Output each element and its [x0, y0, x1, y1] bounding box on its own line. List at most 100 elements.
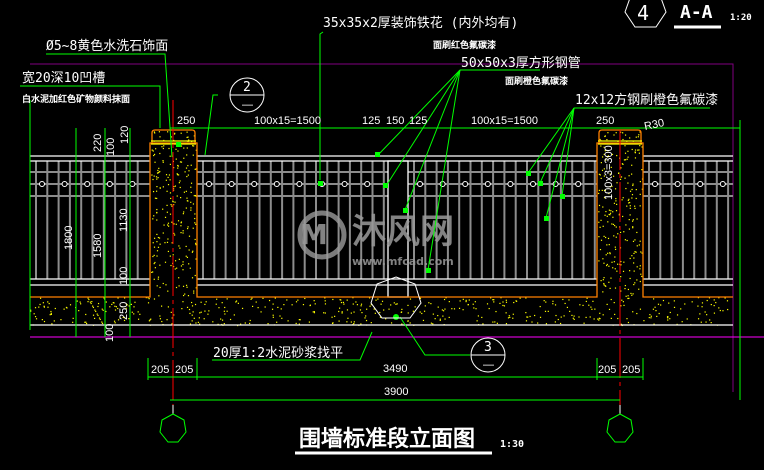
fill-dot — [97, 314, 99, 317]
fill-dot — [42, 302, 44, 304]
svg-text:1800: 1800 — [63, 226, 75, 250]
fill-dot — [531, 321, 533, 323]
fill-dot — [304, 297, 306, 300]
fill-dot — [154, 267, 156, 269]
fill-dot — [599, 138, 601, 141]
fill-dot — [606, 263, 608, 266]
fill-dot — [616, 203, 618, 205]
fill-dot — [180, 145, 183, 147]
fill-dot — [188, 139, 190, 141]
fill-dot — [620, 323, 622, 325]
fill-dot — [171, 317, 173, 319]
fill-dot — [233, 314, 235, 316]
fill-dot — [366, 308, 368, 310]
fill-dot — [590, 306, 592, 308]
fill-dot — [117, 319, 120, 321]
fill-dot — [445, 297, 447, 299]
fill-dot — [185, 167, 188, 169]
fill-dot — [295, 301, 298, 303]
fill-dot — [113, 320, 116, 322]
fill-dot — [157, 177, 159, 179]
fill-dot — [421, 312, 423, 315]
fill-dot — [602, 206, 604, 208]
fill-dot — [700, 321, 702, 323]
fill-dot — [190, 209, 192, 211]
fill-dot — [169, 255, 171, 257]
callout-iron-ornament: 35x35x2厚装饰铁花 (内外均有) — [323, 15, 518, 31]
fill-dot — [632, 219, 634, 221]
fill-dot — [643, 320, 645, 322]
fill-dot — [165, 284, 167, 286]
fill-dot — [632, 183, 634, 185]
fill-dot — [620, 176, 623, 178]
fill-dot — [629, 277, 631, 280]
fill-dot — [602, 314, 604, 316]
fill-dot — [185, 255, 187, 257]
fill-dot — [667, 317, 669, 319]
fill-dot — [153, 262, 155, 265]
fill-dot — [177, 164, 179, 167]
fill-dot — [624, 159, 627, 161]
fill-dot — [697, 305, 699, 307]
fill-dot — [569, 310, 571, 313]
callout-groove: 宽20深10凹槽 — [22, 70, 105, 86]
fill-dot — [156, 178, 158, 180]
fill-dot — [557, 318, 559, 321]
title-scale: 1:30 — [500, 439, 524, 450]
fill-dot — [626, 318, 628, 320]
svg-text:3490: 3490 — [383, 363, 407, 375]
fill-dot — [606, 156, 609, 158]
fill-dot — [268, 299, 271, 302]
fill-dot — [637, 149, 639, 151]
fill-dot — [600, 162, 602, 164]
fill-dot — [631, 255, 633, 257]
fill-dot — [622, 301, 624, 303]
fill-dot — [631, 173, 633, 175]
fill-dot — [634, 251, 636, 253]
fill-dot — [162, 147, 164, 150]
fill-dot — [271, 308, 274, 310]
fill-dot — [251, 305, 254, 308]
fill-dot — [598, 173, 600, 175]
fill-dot — [208, 310, 210, 312]
fill-dot — [634, 239, 636, 241]
fill-dot — [656, 315, 658, 318]
fill-dot — [710, 303, 712, 306]
fill-dot — [342, 301, 345, 304]
fill-dot — [109, 306, 111, 308]
fill-dot — [194, 217, 196, 220]
callout-orange-paint: 面刷橙色氟碳漆 — [505, 75, 568, 87]
fill-dot — [186, 175, 188, 178]
fill-dot — [605, 149, 607, 151]
fill-dot — [50, 310, 52, 313]
fill-dot — [204, 310, 206, 312]
fill-dot — [620, 305, 622, 307]
fill-dot — [555, 314, 557, 317]
fill-dot — [114, 309, 117, 311]
watermark-brand: 沐风网 — [352, 212, 454, 252]
fill-dot — [65, 306, 68, 309]
fill-dot — [72, 317, 74, 319]
fill-dot — [648, 316, 650, 319]
fill-dot — [467, 304, 469, 306]
fill-dot — [190, 301, 193, 304]
fill-dot — [379, 311, 381, 314]
fill-dot — [148, 298, 150, 300]
fill-dot — [159, 187, 161, 189]
fill-dot — [308, 321, 311, 323]
fill-dot — [346, 321, 348, 323]
fill-dot — [191, 305, 194, 307]
fill-dot — [186, 197, 188, 199]
fill-dot — [617, 233, 619, 235]
fill-dot — [151, 149, 153, 151]
fill-dot — [314, 303, 316, 305]
fill-dot — [622, 215, 624, 218]
fill-dot — [298, 323, 300, 325]
fill-dot — [324, 303, 327, 305]
fill-dot — [624, 145, 626, 147]
fill-dot — [634, 207, 636, 210]
fill-dot — [182, 285, 185, 287]
fence-ornament — [273, 181, 280, 187]
fill-dot — [241, 307, 244, 310]
fill-dot — [639, 280, 641, 283]
